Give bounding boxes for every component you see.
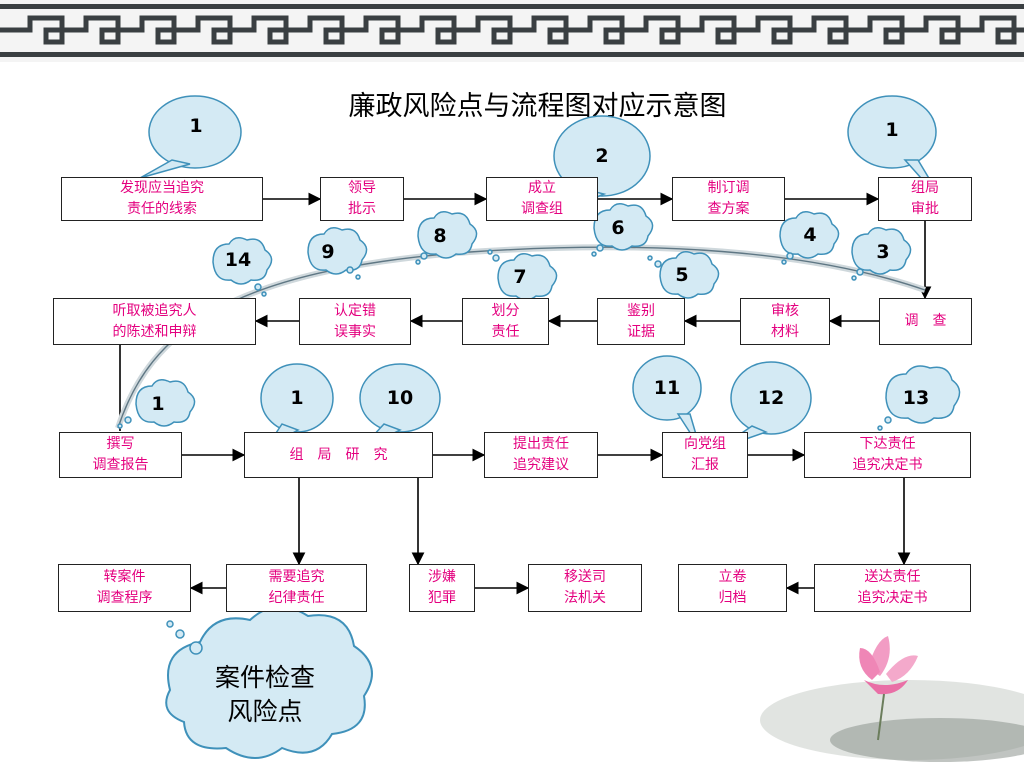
box-transfer-judicial: 移送司 法机关 [528,564,642,612]
box-bureau-study: 组 局 研 究 [244,432,433,478]
risk-point-bubble: 13 [902,387,930,409]
box-investigate: 调 查 [879,298,972,345]
risk-point-bubble: 1 [290,387,304,409]
legend-label: 案件检查 风险点 [214,663,315,726]
box-deliver-decision: 送达责任 追究决定书 [814,564,971,612]
box-discover-clue: 发现应当追究 责任的线索 [61,177,263,221]
risk-point-bubble: 5 [675,264,689,286]
box-form-team: 成立 调查组 [486,177,598,221]
box-leader-instruction: 领导 批示 [320,177,404,221]
box-hear-defense: 听取被追究人 的陈述和申辩 [53,298,256,345]
box-file-archive: 立卷 归档 [678,564,787,612]
box-discipline-needed: 需要追究 纪律责任 [226,564,367,612]
box-issue-decision: 下达责任 追究决定书 [804,432,971,478]
risk-point-bubble: 1 [885,119,899,141]
box-identify-evidence: 鉴别 证据 [597,298,685,345]
box-divide-responsibility: 划分 责任 [462,298,549,345]
risk-point-bubble: 2 [595,145,609,167]
risk-point-bubble: 14 [224,249,252,271]
decorative-banner [0,0,1024,62]
box-suspected-crime: 涉嫌 犯罪 [409,564,475,612]
box-propose-accountability: 提出责任 追究建议 [484,432,598,478]
box-review-materials: 审核 材料 [740,298,830,345]
risk-point-bubble: 4 [803,224,817,246]
risk-point-bubble: 10 [386,387,414,409]
risk-point-bubble: 3 [876,241,890,263]
lotus-decoration [760,636,1024,762]
cloud-shapes [135,203,961,427]
box-transfer-case: 转案件 调查程序 [58,564,191,612]
risk-point-bubble: 7 [513,266,527,288]
risk-point-bubble: 1 [151,393,165,415]
box-write-report: 撰写 调查报告 [59,432,182,478]
legend-cloud-shape [165,605,373,759]
legend-risk-point: 案件检查 风险点 [160,630,370,760]
risk-point-bubble: 6 [611,217,625,239]
slide-title: 廉政风险点与流程图对应示意图 [348,91,727,122]
box-confirm-facts: 认定错 误事实 [299,298,411,345]
risk-point-bubble: 12 [757,387,785,409]
box-bureau-approval: 组局 审批 [878,177,972,221]
box-report-to-party-group: 向党组 汇报 [662,432,748,478]
risk-point-bubble: 9 [321,241,335,263]
risk-point-bubble: 8 [433,225,447,247]
risk-point-bubble: 1 [189,115,203,137]
box-make-plan: 制订调 查方案 [672,177,785,221]
risk-point-bubble: 11 [653,377,681,399]
